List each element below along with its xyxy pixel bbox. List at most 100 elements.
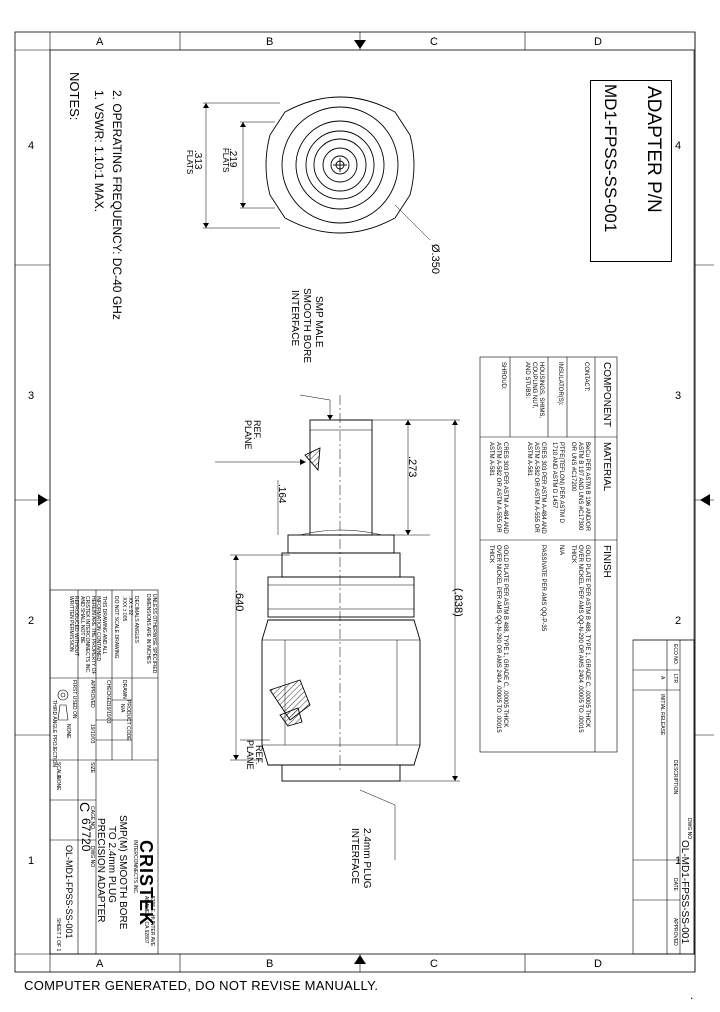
- dwg-value: OL-MD1-FPSS-SS-001: [64, 845, 74, 939]
- company-address: 5395 E. HUNTER AVE ANAHEIM, CA 92807: [143, 896, 156, 947]
- tolerance-line4: DO NOT SCALE DRAWING: [113, 596, 119, 659]
- rev-dwg-no-label: DWG NO: [686, 818, 692, 840]
- ref-plane-bottom-line2: PLANE: [245, 740, 255, 770]
- row-contact-component: CONTACT:: [583, 362, 589, 392]
- ref-plane-top-line2: PLANE: [243, 420, 253, 450]
- date-1: 19/10/03: [105, 704, 111, 724]
- dim-164: .164: [276, 484, 287, 504]
- dim-diameter-350: Ø.350: [429, 244, 441, 274]
- zone-letter-b-bottom: B: [266, 958, 274, 970]
- size-label: SIZE: [89, 762, 95, 774]
- footer-dot: .: [690, 988, 694, 1002]
- dim-640: .640: [233, 590, 245, 612]
- ref-plane-top-line1: REF.: [252, 420, 262, 440]
- row-housing-component: HOUSINGS, SHIMS, COUPLING NUT, AND STUBS…: [524, 362, 544, 419]
- zone-letter-d-bottom: D: [594, 958, 602, 970]
- tolerance-heading: UNLESS OTHERWISE SPECIFIED DIMENSIONS AR…: [145, 594, 158, 674]
- zone-number-3-right: 3: [675, 390, 682, 402]
- row-contact-finish: GOLD PLATE PER ASTM B 488, TYPE 1, GRADE…: [570, 545, 590, 733]
- projection-label: THIRD ANGLE PROJECTION: [51, 700, 57, 767]
- center-arrow-right: [700, 494, 710, 506]
- materials-table-grid: [479, 356, 618, 753]
- ref-plane-bottom-line1: REF.: [254, 745, 264, 765]
- table-header-material: MATERIAL: [601, 442, 612, 492]
- smp-label-line3: INTERFACE: [289, 290, 300, 347]
- product-value: N/A: [119, 704, 125, 713]
- approved-label: APPROVED: [89, 680, 95, 708]
- title-block-grid: [49, 589, 159, 955]
- part-number-box: [590, 80, 672, 262]
- plug-label-line2: INTERFACE: [349, 828, 360, 885]
- center-arrow-left: [38, 494, 48, 506]
- dwg-label: DWG NO: [89, 846, 95, 868]
- row-shroud-component: SHROUD:: [500, 362, 506, 390]
- date-2: 19/10/03: [89, 724, 95, 744]
- zone-letter-d-top: D: [594, 36, 602, 48]
- row-housing-finish: PASSIVATE PER AMS QQ-P-35: [540, 545, 546, 632]
- smp-label-line2: SMOOTH BORE: [301, 288, 312, 364]
- rev-header-date: DATE: [672, 878, 678, 891]
- row-shroud-finish: GOLD PLATE PER ASTM B 488, TYPE 1, GRADE…: [488, 545, 508, 733]
- note-2: 2. OPERATING FREQUENCY: DC-40 GHz: [110, 90, 124, 320]
- center-arrow-top: [354, 40, 366, 49]
- rev-header-ltr: LTR: [672, 674, 678, 684]
- center-arrow-bottom: [354, 955, 366, 964]
- table-header-component: COMPONENT: [601, 362, 612, 427]
- dim-219-flats: FLATS: [221, 148, 230, 173]
- zone-number-1-left: 1: [28, 855, 35, 867]
- sheet-value: SHEET 1 OF 1: [55, 918, 61, 952]
- row-insulator-finish: N/A: [558, 545, 564, 556]
- zone-letter-a-bottom: A: [96, 958, 104, 970]
- rev-header-description: DESCRIPTION: [672, 760, 678, 795]
- footer-notice: COMPUTER GENERATED, DO NOT REVISE MANUAL…: [24, 978, 379, 993]
- row-insulator-component: INSULATOR(S):: [557, 362, 563, 406]
- zone-number-4-left: 4: [28, 140, 35, 152]
- dim-273: .273: [406, 456, 418, 478]
- proprietary-notice: THIS DRAWING AND ALL INFORMATION CONTAIN…: [68, 596, 107, 675]
- product-label: PRODUCT CODE: [125, 700, 131, 741]
- zone-number-3-left: 3: [28, 390, 35, 402]
- row-contact-material: BeCu PER ASTM B 196 AND/OR ASTM B 197 AN…: [570, 442, 590, 532]
- rev-header-approved: APPROVED: [672, 918, 678, 946]
- tolerance-line1: DECIMALS ANGLES: [133, 596, 139, 643]
- dim-838: (.838): [452, 588, 464, 617]
- drawing-title-line2: TO 2.4mm PLUG: [106, 826, 117, 904]
- zone-letter-c-bottom: C: [430, 958, 438, 970]
- part-number-divider: [590, 80, 591, 260]
- rev-dwg-no: OL-MD1-FPSS-SS-001: [679, 840, 690, 944]
- dim-313-flats: FLATS: [185, 150, 194, 175]
- zone-letter-a-top: A: [96, 36, 104, 48]
- drawing-title-line3: PRECISION ADAPTER: [95, 818, 106, 923]
- zone-letter-b-top: B: [266, 36, 274, 48]
- side-view-dimensions: [215, 394, 460, 860]
- plug-label-line1: 2.4mm PLUG: [361, 828, 372, 889]
- zone-number-4-right: 4: [675, 140, 682, 152]
- table-header-finish: FINISH: [601, 545, 612, 578]
- scale-value: NONE: [55, 776, 61, 791]
- rev-row-ltr: A: [659, 676, 665, 680]
- arrowheads: [203, 103, 458, 781]
- checked-label: CHECKED: [105, 680, 111, 705]
- zone-letter-c-top: C: [430, 36, 438, 48]
- company-sub: INTERCONNECTS INC.: [132, 840, 138, 895]
- rev-header-eco: ECO NO.: [672, 644, 678, 666]
- row-insulator-material: PTFE(TEFLON) PER ASTM D 1710 AND ASTM D …: [551, 442, 564, 524]
- first-used-value: NONE: [65, 724, 71, 739]
- tolerance-line2: .XX ±.02: [127, 596, 133, 616]
- side-view: [261, 395, 421, 782]
- end-view: [203, 96, 431, 241]
- drawing-title-line1: SMP(M) SMOOTH BORE: [117, 815, 128, 930]
- drawn-label: DRAWN: [121, 680, 127, 699]
- zone-number-2-right: 2: [675, 615, 682, 627]
- notes-heading: NOTES:: [67, 72, 82, 121]
- tolerance-line3: .XXX ±.005: [121, 596, 127, 622]
- smp-label-line1: SMP MALE: [313, 296, 324, 348]
- first-used-label: FIRST USED ON: [71, 680, 77, 719]
- revision-block-grid: [632, 639, 695, 955]
- zone-number-1-right: 1: [675, 855, 682, 867]
- rev-row-description: INITIAL RELEASE: [659, 694, 665, 736]
- zone-number-2-left: 2: [28, 615, 35, 627]
- row-housing-material: CRES 303 PER ASTM A-484 AND ASTM A-582 O…: [526, 442, 546, 534]
- note-1: 1. VSWR: 1.10:1 MAX.: [92, 90, 106, 213]
